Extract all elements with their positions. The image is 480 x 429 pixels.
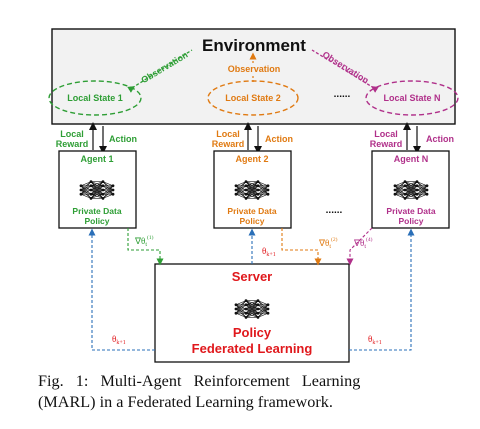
agent-2-gradient-line	[281, 228, 322, 266]
agent-1-gradient-line	[127, 228, 164, 266]
broadcast-center-label: θk+1	[262, 246, 276, 258]
agent-n-gradient-label: ∇θt(4)	[353, 236, 373, 250]
observation-left-arrow	[127, 49, 193, 93]
environment-title: Environment	[202, 36, 306, 55]
center-observation-label: Observation	[228, 64, 281, 74]
local-state-n-ellipse	[365, 80, 459, 116]
agent-2-reward-line1: Local	[216, 129, 240, 139]
agent-n-gradient-line	[346, 227, 373, 266]
agent-1-name: Agent 1	[80, 154, 113, 164]
observation-right-arrow	[311, 49, 379, 93]
caption-line-1: Fig. 1: Multi-Agent Reinforcement Learni…	[38, 372, 361, 390]
local-state-ellipsis: ......	[334, 89, 351, 100]
agent-2-policy-line1: Private Data	[227, 206, 276, 216]
agent-n-neural-net-icon	[393, 180, 429, 200]
figure-caption: Fig. 1: Multi-Agent Reinforcement Learni…	[38, 371, 450, 413]
broadcast-right-label: θk+1	[368, 334, 382, 346]
broadcast-right-line	[349, 228, 415, 351]
agent-2-gradient-label: ∇θt(2)	[318, 236, 338, 250]
agent-2-action-label: Action	[265, 134, 293, 144]
local-state-2-label: Local State 2	[225, 93, 281, 103]
broadcast-left-line	[88, 228, 155, 351]
agent-1-reward-line1: Local	[60, 129, 84, 139]
agent-n-reward-line2: Reward	[370, 139, 403, 149]
agent-1-reward-line2: Reward	[56, 139, 89, 149]
agent-2-name: Agent 2	[235, 154, 268, 164]
server-title: Server	[232, 269, 272, 284]
agent-n-action-label: Action	[426, 134, 454, 144]
agent-n-group: Local Reward Action Agent N Private Data…	[370, 122, 454, 229]
agents-ellipsis: ......	[326, 205, 343, 216]
broadcast-left-label: θk+1	[112, 334, 126, 346]
agent-n-name: Agent N	[394, 154, 429, 164]
local-state-1-ellipse	[48, 80, 142, 116]
local-state-n-label: Local State N	[383, 93, 440, 103]
agent-1-gradient-label: ∇θt(1)	[134, 234, 154, 248]
local-state-1-label: Local State 1	[67, 93, 123, 103]
agent-n-policy-line2: Policy	[398, 216, 423, 226]
agent-2-policy-line2: Policy	[239, 216, 264, 226]
marl-federated-diagram: Environment Observation Local State 1 Lo…	[48, 28, 459, 363]
agent-2-neural-net-icon	[234, 180, 270, 200]
agent-1-policy-line2: Policy	[84, 216, 109, 226]
server-policy: Policy	[233, 325, 272, 340]
agent-1-group: Local Reward Action Agent 1 Private Data…	[56, 122, 137, 229]
server-neural-net-icon	[234, 299, 270, 319]
agent-n-policy-line1: Private Data	[386, 206, 435, 216]
agent-1-policy-line1: Private Data	[72, 206, 121, 216]
local-state-2-ellipse	[207, 80, 299, 116]
agent-1-action-label: Action	[109, 134, 137, 144]
agent-2-reward-line2: Reward	[212, 139, 245, 149]
agent-1-neural-net-icon	[79, 180, 115, 200]
caption-line-2: (MARL) in a Federated Learning framework…	[38, 393, 333, 411]
server-federated-learning: Federated Learning	[192, 341, 313, 356]
agent-2-group: Local Reward Action Agent 2 Private Data…	[212, 122, 293, 229]
agent-n-reward-line1: Local	[374, 129, 398, 139]
